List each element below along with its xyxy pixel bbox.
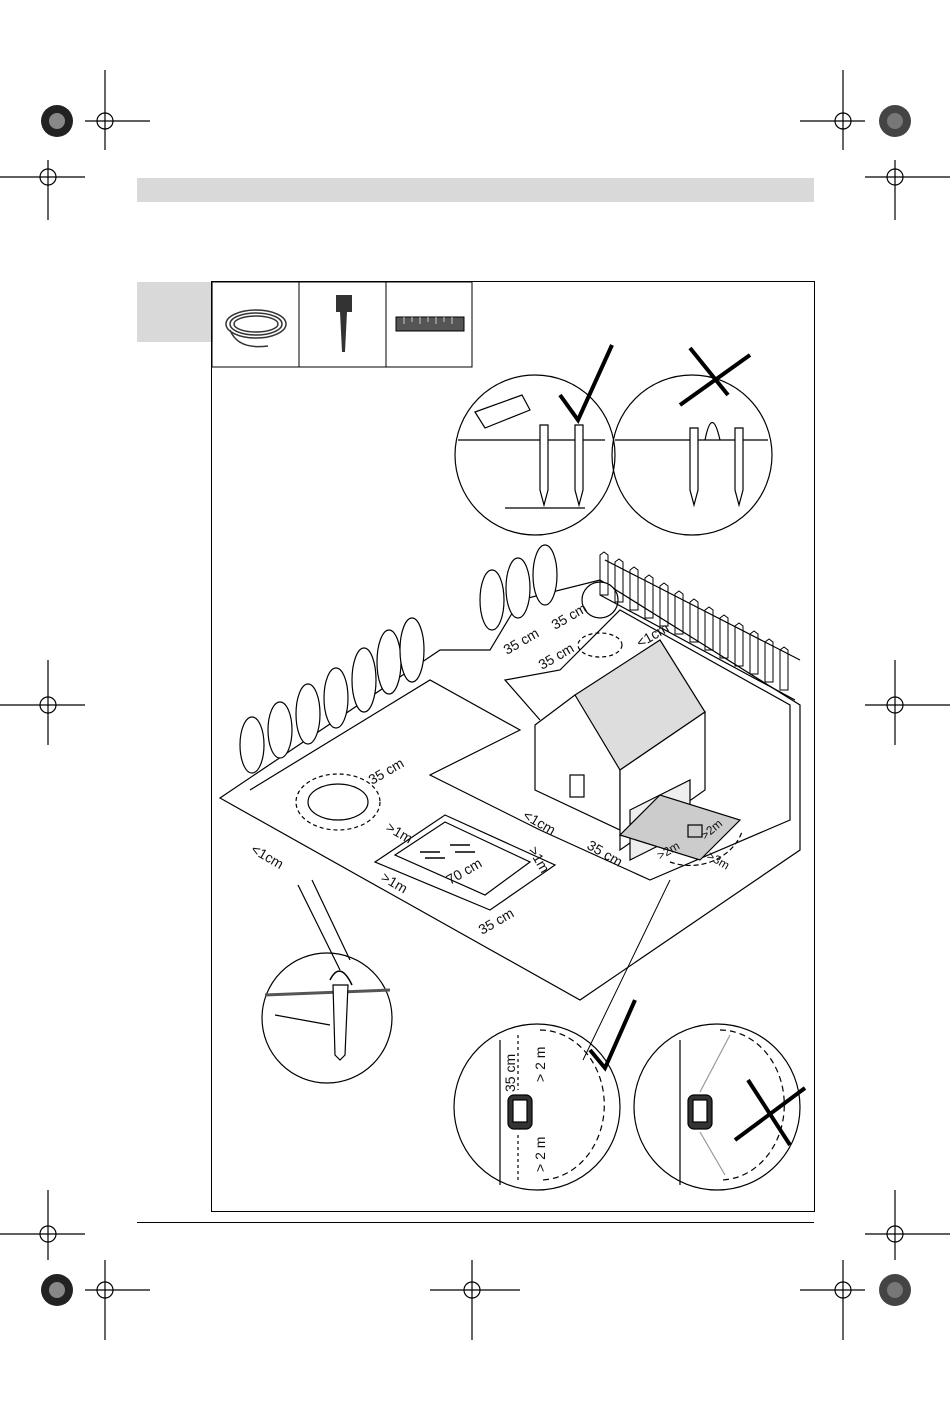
garden-plan [220,545,800,1000]
label-flower-bed-gap: >1m [384,819,416,847]
color-target [41,1274,73,1306]
flower-bed [296,774,380,830]
label-pool-right: >1m [525,844,553,876]
label-patio-gap: <1cm [521,807,559,838]
registration-mark [865,1190,950,1260]
registration-mark [800,1260,865,1340]
registration-mark [865,660,950,745]
peg-icon [336,295,352,352]
ruler-icon [396,317,464,331]
registration-mark [800,70,865,150]
label-left-edge: <1cm [249,841,287,872]
label-tree-bottom: 35 cm [536,640,577,673]
zoom-peg-detail [262,880,392,1083]
x-mark-icon [680,348,750,405]
color-target [41,105,73,137]
zoom-label-top: 35 cm [502,1054,518,1092]
label-pool-left: >1m [379,869,411,897]
color-target [879,1274,911,1306]
registration-mark [85,1260,150,1340]
registration-mark [430,1260,520,1340]
registration-mark [0,1190,85,1260]
zoom-label-bottom: > 2 m [532,1137,548,1172]
zoom-incorrect-pegs [612,375,772,535]
label-bottom-edge: 35 cm [476,905,517,938]
label-tree-top: 35 cm [549,600,590,633]
label-station-dist: >3m [705,848,733,872]
label-tree-left: 35 cm [501,625,542,658]
registration-mark [0,160,85,220]
zoom-label-top-2: > 2 m [532,1047,548,1082]
registration-mark [85,70,150,150]
registration-mark [0,660,85,745]
checkmark-icon [590,1000,635,1068]
registration-mark [865,160,950,220]
color-target [879,105,911,137]
zoom-station-incorrect [634,1024,800,1190]
label-house-edge: 35 cm [585,837,626,870]
label-lawn-edge: 35 cm [366,755,407,788]
wire-coil-icon [226,310,286,347]
zoom-correct-pegs [455,375,615,535]
